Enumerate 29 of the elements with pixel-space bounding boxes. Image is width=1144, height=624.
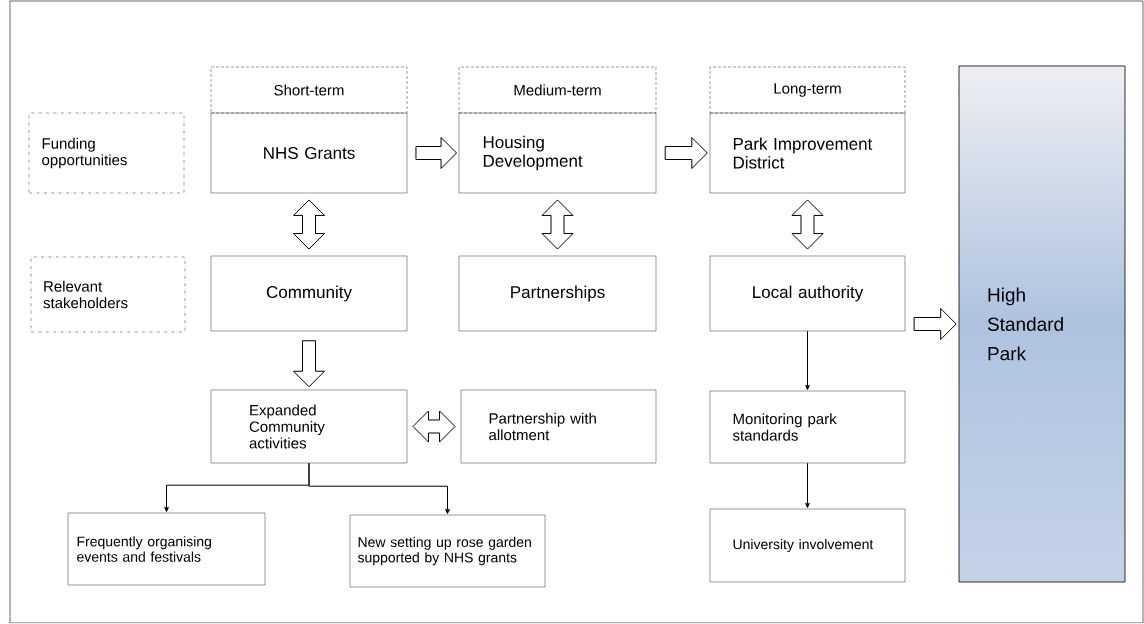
block-arrow xyxy=(293,340,325,388)
goal-box: High Standard Park xyxy=(958,65,1126,583)
double-block-arrow xyxy=(541,199,574,250)
process-box: Frequently organising events and festivals xyxy=(67,512,266,586)
term-header: Medium-term xyxy=(458,66,657,114)
block-arrow xyxy=(415,137,458,169)
block-arrow xyxy=(664,137,708,169)
process-box: University involvement xyxy=(709,508,906,583)
process-box: Monitoring park standards xyxy=(709,390,906,464)
term-header: Long-term xyxy=(709,66,906,114)
double-block-arrow xyxy=(293,199,325,250)
double-block-arrow xyxy=(412,410,456,443)
process-box: Park Improvement District xyxy=(709,112,906,194)
arrow xyxy=(805,330,810,391)
double-block-arrow xyxy=(791,199,824,250)
process-box: Community xyxy=(210,255,408,332)
arrow xyxy=(805,462,810,508)
row-label: Relevant stakeholders xyxy=(30,256,186,333)
process-box: Partnerships xyxy=(458,255,657,332)
process-box: Partnership with allotment xyxy=(460,389,657,464)
term-header: Short-term xyxy=(210,66,408,114)
block-arrow xyxy=(913,308,957,340)
process-box: New setting up rose garden supported by NHS grants xyxy=(349,514,546,588)
arrow xyxy=(308,462,450,515)
row-label: Funding opportunities xyxy=(28,112,185,194)
process-box: NHS Grants xyxy=(210,112,408,194)
process-box: Local authority xyxy=(709,255,906,332)
process-box: Housing Development xyxy=(458,112,657,194)
process-box: Expanded Community activities xyxy=(210,389,408,464)
